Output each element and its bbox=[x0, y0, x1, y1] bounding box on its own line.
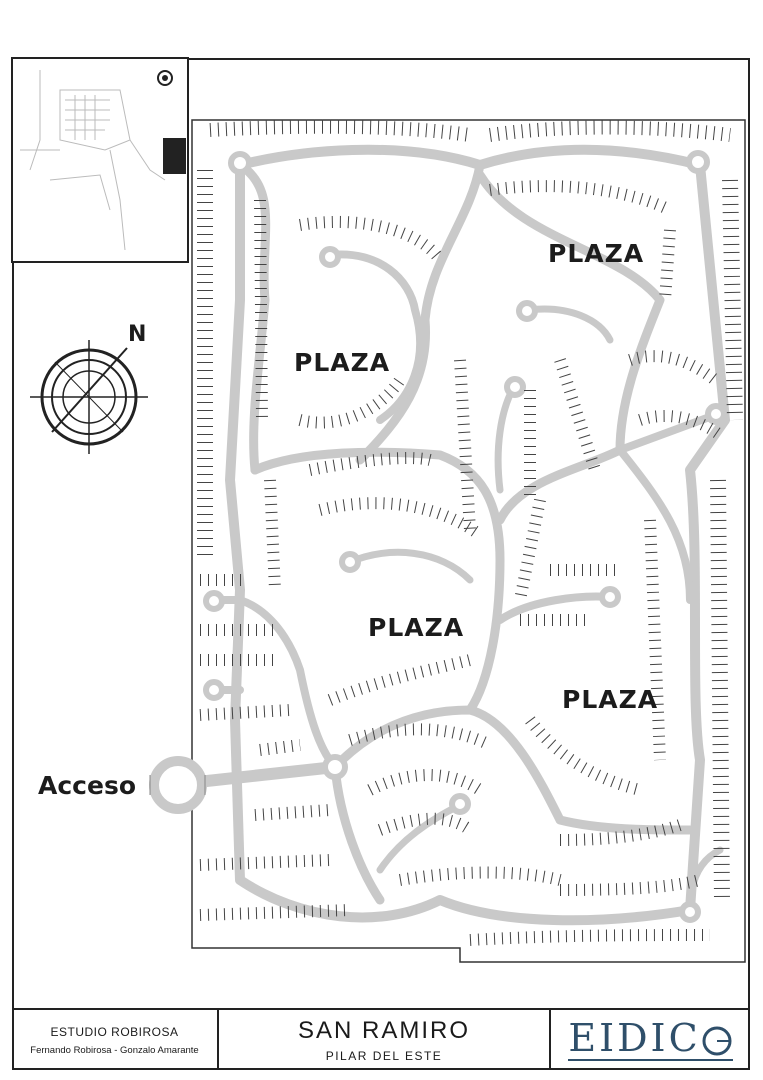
studio-authors: Fernando Robirosa - Gonzalo Amarante bbox=[30, 1044, 199, 1056]
site-location-marker bbox=[163, 138, 186, 174]
brand-logo: EIDIC bbox=[568, 1019, 733, 1062]
studio-name: ESTUDIO ROBIROSA bbox=[50, 1024, 179, 1039]
cul-de-sacs bbox=[203, 150, 727, 923]
site-boundary bbox=[191, 119, 746, 963]
north-compass-icon bbox=[30, 340, 148, 454]
access-roundabout bbox=[149, 756, 207, 814]
title-block: ESTUDIO ROBIROSA Fernando Robirosa - Gon… bbox=[12, 1008, 750, 1070]
brand-o-target-icon bbox=[702, 1026, 732, 1056]
plan-frame bbox=[12, 58, 750, 1070]
project-title: SAN RAMIRO bbox=[297, 1017, 470, 1044]
plaza-label-north-west: PLAZA bbox=[294, 348, 390, 377]
brand-cell: EIDIC bbox=[551, 1010, 750, 1070]
plaza-label-center: PLAZA bbox=[368, 613, 464, 642]
compass-mini-icon bbox=[157, 70, 173, 86]
lot-ribbons bbox=[197, 119, 743, 946]
north-label: N bbox=[128, 322, 146, 347]
site-plan-map: N bbox=[11, 57, 746, 963]
locator-inset bbox=[11, 57, 189, 263]
studio-cell: ESTUDIO ROBIROSA Fernando Robirosa - Gon… bbox=[12, 1010, 219, 1070]
plaza-label-south-east: PLAZA bbox=[562, 685, 658, 714]
plaza-label-north-east: PLAZA bbox=[548, 239, 644, 268]
access-label: Acceso bbox=[38, 771, 136, 800]
project-subtitle: PILAR DEL ESTE bbox=[325, 1049, 443, 1063]
project-cell: SAN RAMIRO PILAR DEL ESTE bbox=[219, 1010, 551, 1070]
